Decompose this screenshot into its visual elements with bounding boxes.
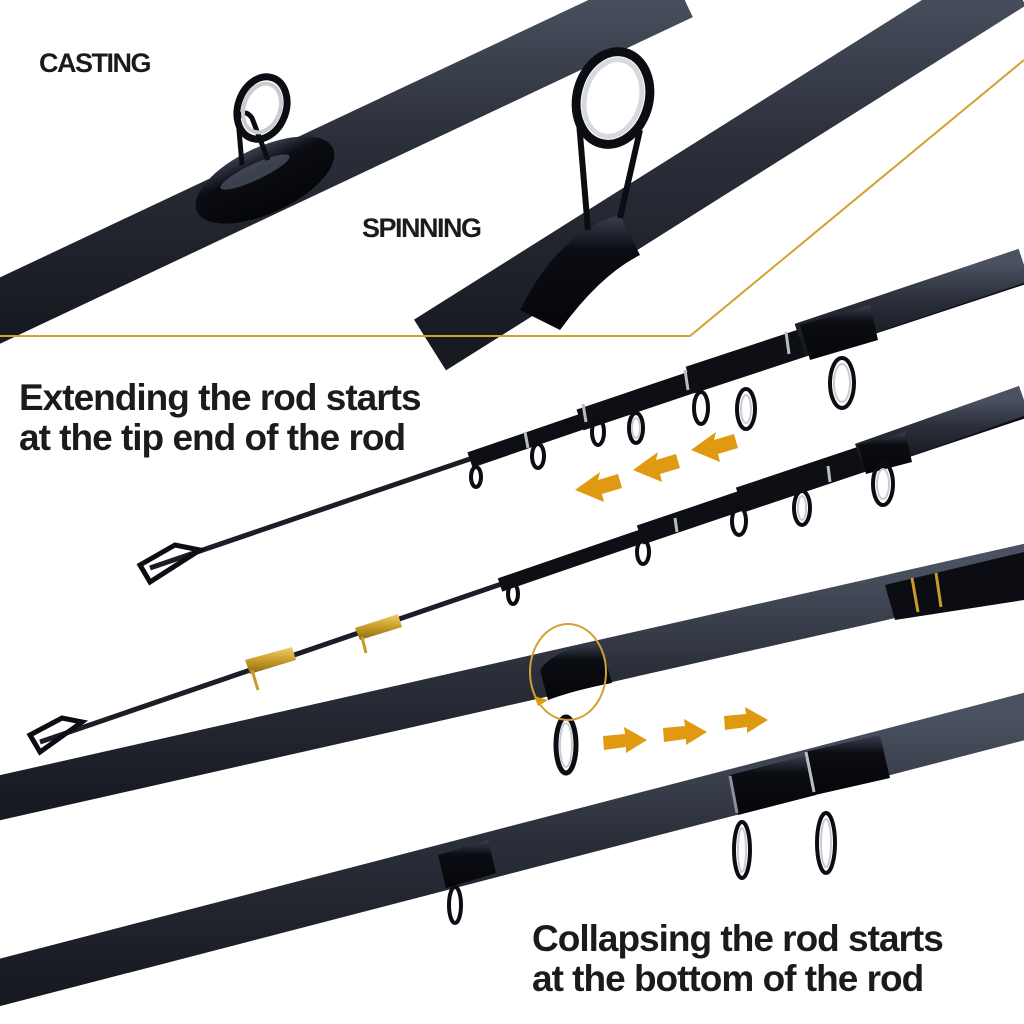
collapse-caption: Collapsing the rod starts at the bottom … bbox=[532, 918, 944, 999]
extend-caption-line2: at the tip end of the rod bbox=[19, 417, 406, 458]
arrow-left-icon bbox=[575, 472, 622, 502]
arrow-right-icon bbox=[603, 727, 647, 753]
telescopic-rod-gold-tip bbox=[26, 385, 1024, 756]
casting-label: CASTING bbox=[39, 48, 152, 78]
arrow-left-icon bbox=[691, 432, 738, 462]
arrow-right-icon bbox=[724, 707, 768, 733]
extend-arrows bbox=[575, 432, 738, 502]
spinning-rod bbox=[414, 0, 1024, 371]
section-divider bbox=[0, 59, 1024, 337]
highlight-circle bbox=[529, 623, 607, 721]
arrow-left-icon bbox=[633, 452, 680, 482]
gold-guide bbox=[245, 647, 296, 674]
collapse-arrows bbox=[603, 707, 768, 753]
telescopic-rod-extended bbox=[136, 248, 1024, 586]
curved-arrow-icon bbox=[534, 696, 548, 706]
gold-guide bbox=[355, 614, 402, 640]
collapse-caption-line2: at the bottom of the rod bbox=[532, 958, 924, 999]
telescopic-rod-collapsed bbox=[0, 692, 1024, 1007]
extend-caption: Extending the rod starts at the tip end … bbox=[19, 377, 422, 458]
collapse-caption-line1: Collapsing the rod starts bbox=[532, 918, 944, 959]
extend-caption-line1: Extending the rod starts bbox=[19, 377, 422, 418]
telescopic-rod-collapsing bbox=[0, 543, 1024, 821]
casting-rod bbox=[0, 0, 693, 344]
spinning-label: SPINNING bbox=[362, 213, 482, 243]
arrow-right-icon bbox=[663, 719, 707, 745]
